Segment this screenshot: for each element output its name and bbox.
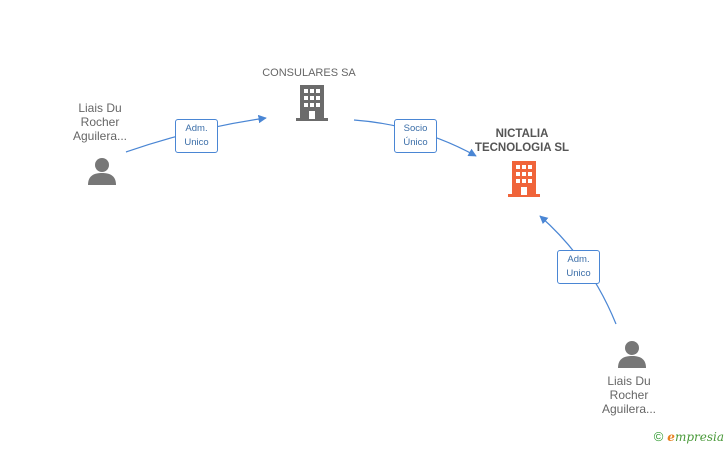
company-nictalia-label[interactable]: NICTALIA TECNOLOGIA SL <box>474 128 570 154</box>
edge-label-adm-unico-bottom[interactable]: Adm. Unico <box>557 250 600 284</box>
company-consulares-label[interactable]: CONSULARES SA <box>262 67 356 79</box>
person-left-label[interactable]: Liais Du Rocher Aguilera... <box>72 101 128 143</box>
person-icon[interactable] <box>87 156 117 186</box>
edge-label-adm-unico-left[interactable]: Adm. Unico <box>175 119 218 153</box>
brand-footer: © empresia <box>654 429 724 444</box>
brand-logo[interactable]: empresia <box>667 429 724 444</box>
person-bottom-label[interactable]: Liais Du Rocher Aguilera... <box>601 374 657 416</box>
building-icon[interactable] <box>296 85 328 121</box>
building-icon[interactable] <box>508 161 540 197</box>
edge-label-socio-unico[interactable]: Socio Único <box>394 119 437 153</box>
person-icon[interactable] <box>617 339 647 369</box>
copyright-icon: © <box>653 429 664 444</box>
